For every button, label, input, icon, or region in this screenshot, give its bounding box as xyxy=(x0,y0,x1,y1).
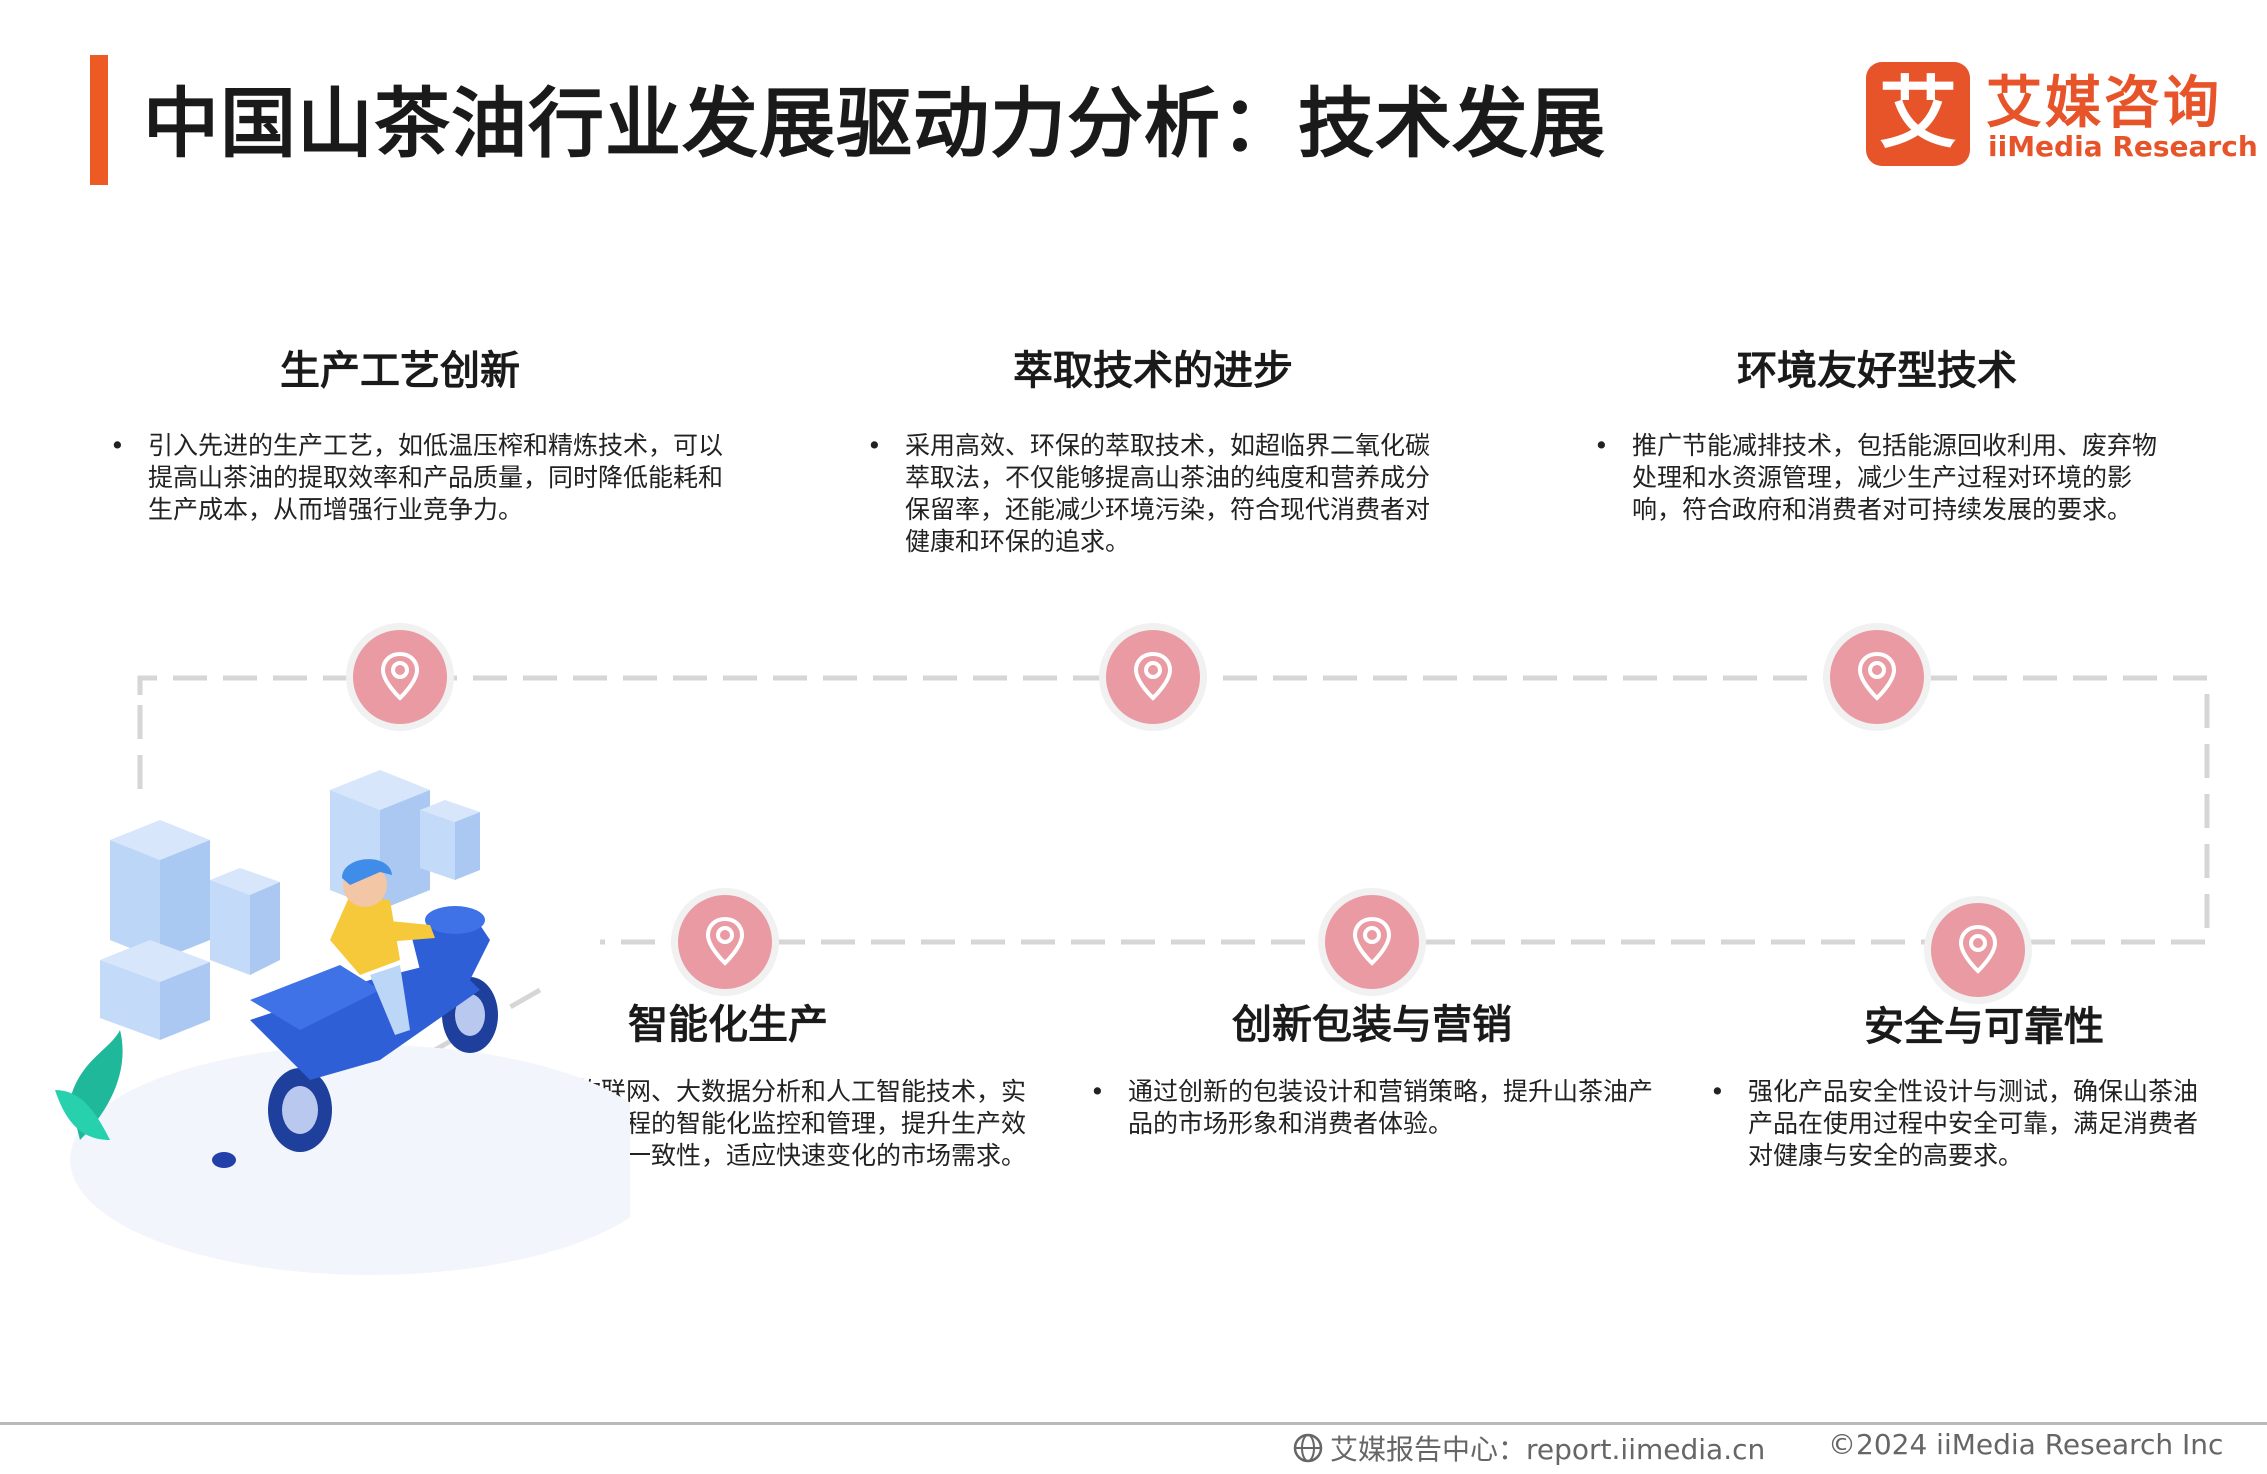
node-3-description-text: 推广节能减排技术，包括能源回收利用、废弃物处理和水资源管理，减少生产过程对环境的… xyxy=(1632,431,2158,524)
page-title: 中国山茶油行业发展驱动力分析：技术发展 xyxy=(143,79,1606,168)
node-6-title: 安全与可靠性 xyxy=(1864,1004,2104,1050)
pin-node-1 xyxy=(346,623,454,731)
delivery-scooter-illustration xyxy=(55,770,630,1275)
node-6-description-text: 强化产品安全性设计与测试，确保山茶油产品在使用过程中安全可靠，满足消费者对健康与… xyxy=(1748,1077,2199,1170)
bullet: • xyxy=(1710,1077,1725,1106)
bullet: • xyxy=(867,431,882,460)
logo-mark: 艾 xyxy=(1866,62,1970,166)
globe-icon xyxy=(1293,1433,1323,1463)
node-5-description-text: 通过创新的包装设计和营销策略，提升山茶油产品的市场形象和消费者体验。 xyxy=(1128,1077,1654,1138)
node-1-description: • 引入先进的生产工艺，如低温压榨和精炼技术，可以提高山茶油的提取效率和产品质量… xyxy=(110,430,738,526)
pin-node-3 xyxy=(1823,623,1931,731)
location-pin-icon xyxy=(380,651,420,701)
location-pin-icon xyxy=(1133,651,1173,701)
bullet: • xyxy=(110,431,125,460)
location-pin-icon xyxy=(1857,651,1897,701)
node-1-description-text: 引入先进的生产工艺，如低温压榨和精炼技术，可以提高山茶油的提取效率和产品质量，同… xyxy=(148,431,724,524)
node-2-title: 萃取技术的进步 xyxy=(1013,348,1293,394)
pin-node-6 xyxy=(1924,896,2032,1004)
iimedia-logo: 艾 艾媒咨询 iiMedia Research xyxy=(1866,62,2258,170)
node-2-description-text: 采用高效、环保的萃取技术，如超临界二氧化碳萃取法，不仅能够提高山茶油的纯度和营养… xyxy=(905,431,1431,556)
footer-source-text: 艾媒报告中心：report.iimedia.cn xyxy=(1330,1433,1766,1466)
node-5-description: • 通过创新的包装设计和营销策略，提升山茶油产品的市场形象和消费者体验。 xyxy=(1090,1076,1668,1140)
node-1-title: 生产工艺创新 xyxy=(280,348,520,394)
node-6-description: • 强化产品安全性设计与测试，确保山茶油产品在使用过程中安全可靠，满足消费者对健… xyxy=(1710,1076,2199,1172)
location-pin-icon xyxy=(1958,924,1998,974)
footer-copyright: ©2024 iiMedia Research Inc xyxy=(1828,1428,2224,1461)
pin-node-5 xyxy=(1318,888,1426,996)
location-pin-icon xyxy=(705,916,745,966)
node-3-title: 环境友好型技术 xyxy=(1737,348,2017,394)
bullet: • xyxy=(1090,1077,1105,1106)
title-accent-bar xyxy=(90,55,108,185)
logo-name-cn: 艾媒咨询 xyxy=(1986,71,2222,136)
footer-source: 艾媒报告中心：report.iimedia.cn xyxy=(1292,1428,1765,1468)
footer-divider xyxy=(0,1422,2267,1425)
node-2-description: • 采用高效、环保的萃取技术，如超临界二氧化碳萃取法，不仅能够提高山茶油的纯度和… xyxy=(867,430,1445,558)
bullet: • xyxy=(1594,431,1609,460)
location-pin-icon xyxy=(1352,916,1392,966)
pin-node-2 xyxy=(1099,623,1207,731)
logo-name-en: iiMedia Research xyxy=(1988,130,2258,163)
node-3-description: • 推广节能减排技术，包括能源回收利用、废弃物处理和水资源管理，减少生产过程对环… xyxy=(1594,430,2172,526)
node-4-title: 智能化生产 xyxy=(628,1002,828,1048)
pin-node-4 xyxy=(671,888,779,996)
node-5-title: 创新包装与营销 xyxy=(1232,1002,1512,1048)
